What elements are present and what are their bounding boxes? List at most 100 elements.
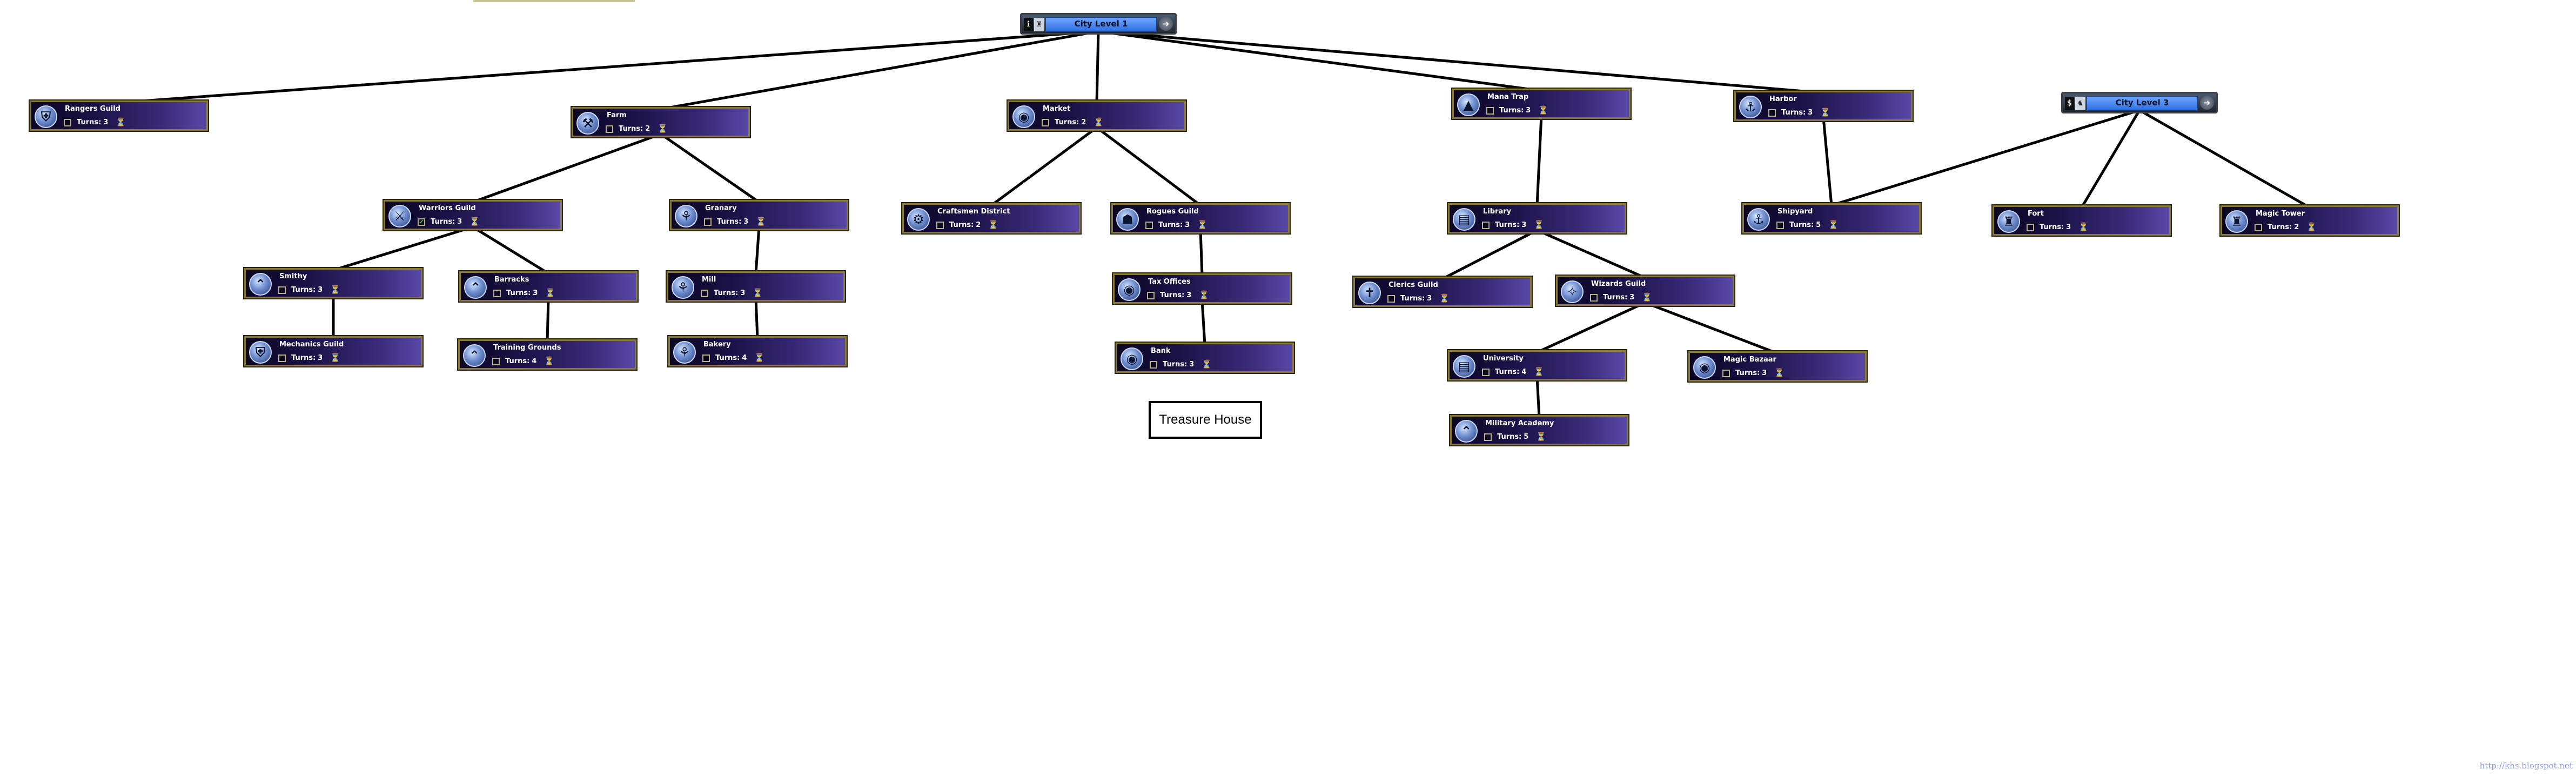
- build-checkbox[interactable]: [278, 354, 286, 362]
- build-checkbox[interactable]: [606, 125, 613, 133]
- build-checkbox[interactable]: [1482, 369, 1490, 376]
- wheat-icon: ⚘: [675, 205, 697, 228]
- hourglass-icon: ⏳: [1642, 292, 1652, 302]
- build-checkbox[interactable]: [493, 290, 501, 297]
- building-name: Barracks: [494, 276, 529, 284]
- build-checkbox[interactable]: [1042, 119, 1049, 126]
- building-name: Rangers Guild: [65, 105, 120, 113]
- coin-icon: ◉: [1121, 347, 1143, 370]
- turns-value: 2: [1081, 118, 1086, 126]
- build-checkbox[interactable]: ✔: [418, 218, 425, 226]
- hourglass-icon: ⏳: [754, 353, 764, 363]
- connection-line: [1098, 30, 1824, 95]
- arrow-right-icon[interactable]: ➜: [2200, 96, 2214, 110]
- info-icon[interactable]: ℹ: [1024, 18, 1033, 31]
- connection-line: [333, 225, 473, 272]
- build-checkbox[interactable]: [936, 222, 944, 229]
- turns-prefix: Turns:: [714, 289, 739, 297]
- build-checkbox[interactable]: [1387, 295, 1395, 303]
- turns-value: 3: [2066, 223, 2071, 231]
- turns-value: 5: [1524, 433, 1529, 441]
- connection-line: [1831, 109, 2140, 207]
- connection-line: [2080, 109, 2141, 209]
- building-name: University: [1483, 354, 1524, 363]
- city-level-node[interactable]: ℹ♜City Level 1➜: [1020, 13, 1177, 35]
- building-node-warriors[interactable]: ⚔Warriors Guild✔Turns:3⏳: [383, 199, 563, 231]
- build-checkbox[interactable]: [1486, 107, 1494, 115]
- info-icon[interactable]: $: [2065, 97, 2074, 110]
- city-level-node[interactable]: $♞City Level 3➜: [2061, 92, 2218, 113]
- build-checkbox[interactable]: [492, 358, 500, 365]
- shield-icon: ⛨: [35, 105, 57, 128]
- building-name: Library: [1483, 208, 1512, 216]
- turns-label: Turns:3: [714, 289, 745, 297]
- connection-line: [2138, 109, 2311, 209]
- build-checkbox[interactable]: [1150, 361, 1157, 369]
- build-checkbox[interactable]: [2255, 224, 2262, 231]
- build-checkbox[interactable]: [1768, 109, 1776, 117]
- turns-value: 4: [1521, 368, 1527, 376]
- build-checkbox[interactable]: [1145, 222, 1153, 229]
- turns-prefix: Turns:: [2268, 223, 2292, 231]
- arrow-right-icon[interactable]: ➜: [1159, 17, 1173, 31]
- build-checkbox[interactable]: [2027, 224, 2034, 231]
- build-checkbox[interactable]: [1590, 294, 1598, 302]
- hourglass-icon: ⏳: [1538, 105, 1548, 115]
- building-name: Bank: [1151, 347, 1171, 355]
- turns-value: 3: [1186, 291, 1192, 299]
- build-checkbox[interactable]: [1776, 222, 1784, 229]
- build-checkbox[interactable]: [1484, 433, 1492, 441]
- build-checkbox[interactable]: [1147, 292, 1155, 299]
- turns-prefix: Turns:: [77, 118, 102, 126]
- build-checkbox[interactable]: [704, 218, 712, 226]
- hourglass-icon: ⏳: [988, 220, 998, 230]
- hourglass-icon: ⏳: [1199, 290, 1209, 300]
- turns-prefix: Turns:: [949, 221, 974, 229]
- build-checkbox[interactable]: [64, 119, 71, 126]
- build-checkbox[interactable]: [1482, 222, 1490, 229]
- hourglass-icon: ⏳: [753, 288, 763, 298]
- build-checkbox[interactable]: [701, 290, 708, 297]
- tower-icon: ♜: [1997, 210, 2020, 233]
- build-checkbox[interactable]: [278, 286, 286, 294]
- turns-prefix: Turns:: [1055, 118, 1079, 126]
- build-checkbox[interactable]: [1722, 370, 1730, 377]
- connection-line: [1645, 301, 1778, 355]
- turns-prefix: Turns:: [1400, 295, 1425, 303]
- treasure-house-label: Treasure House: [1149, 401, 1262, 439]
- turns-label: Turns:4: [715, 354, 747, 362]
- building-name: Rogues Guild: [1146, 208, 1199, 216]
- connection-line: [1535, 115, 1543, 206]
- building-name: Craftsmen District: [937, 208, 1010, 216]
- build-checkbox[interactable]: [702, 354, 710, 362]
- chevron-up-icon: ⌃: [464, 276, 487, 299]
- turns-label: Turns:2: [619, 125, 650, 133]
- turns-prefix: Turns:: [1495, 221, 1520, 229]
- turns-label: Turns:3: [1495, 221, 1526, 229]
